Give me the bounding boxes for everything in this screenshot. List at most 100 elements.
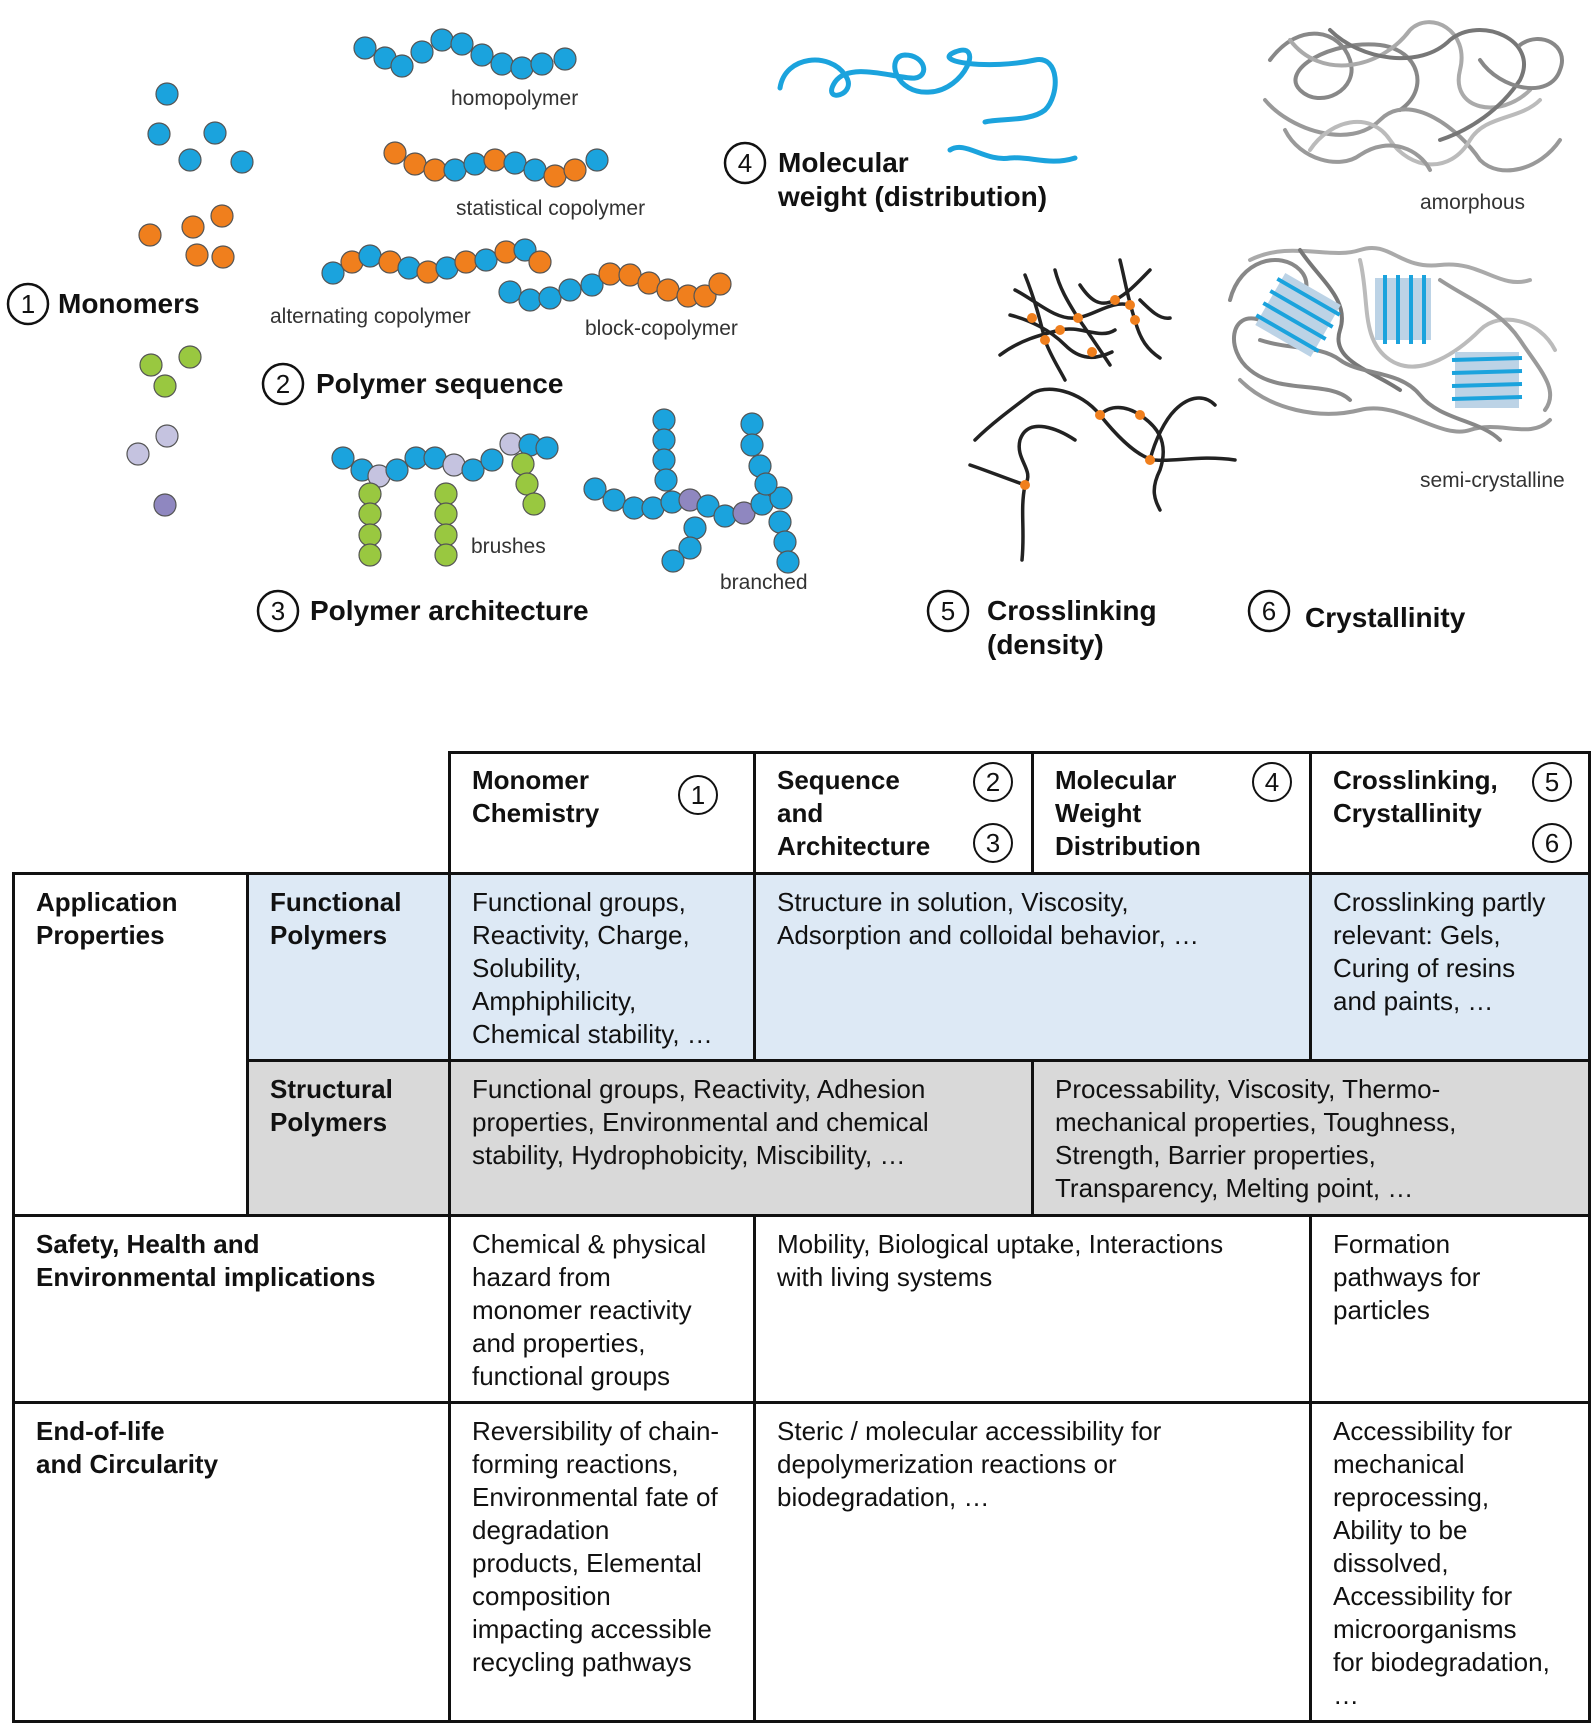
crosslink-network	[968, 258, 1237, 562]
polymer-chain	[1268, 31, 1420, 112]
polymer-chain	[1308, 98, 1542, 167]
section-number: 1	[21, 289, 35, 319]
block-copolymer-bead	[708, 272, 732, 296]
polymer-chain	[1263, 98, 1562, 173]
label-amorphous: amorphous	[1420, 191, 1525, 214]
branched-bead	[754, 472, 778, 496]
brush-side-chain-bead	[434, 543, 458, 567]
polymer-chain	[1238, 378, 1552, 434]
branched-bead	[602, 488, 626, 512]
cell-eol-monomer: Reversibility of chain- forming reaction…	[472, 1416, 720, 1677]
monomer-bead	[155, 424, 179, 448]
alternating-copolymer-bead	[416, 260, 440, 284]
branched-bead	[740, 433, 764, 457]
monomer-bead	[147, 122, 171, 146]
header-monomer-chemistry: Monomer Chemistry	[472, 765, 600, 828]
crystal-lamellae	[1255, 273, 1523, 408]
row-functional-polymers: Functional Polymers	[270, 887, 402, 950]
brush-side-chain-bead	[515, 472, 539, 496]
monomer-bead	[230, 150, 254, 174]
brush-backbone-bead	[385, 458, 409, 482]
section-title-line-2: (density)	[987, 629, 1104, 660]
block-copolymer-bead	[498, 280, 522, 304]
section-title: Monomers	[58, 288, 200, 319]
statistical-copolymer-bead	[543, 164, 567, 188]
brush-backbone-bead	[442, 453, 466, 477]
monomer-bead	[126, 442, 150, 466]
statistical-copolymer-bead	[423, 158, 447, 182]
branched-bead	[654, 468, 678, 492]
branched-bead	[768, 510, 792, 534]
alternating-copolymer-bead	[454, 250, 478, 274]
polymer-chain	[1438, 278, 1553, 412]
brush-side-chain-bead	[358, 502, 382, 526]
semi-crystalline-tangle	[1228, 246, 1557, 442]
branched-bead	[773, 530, 797, 554]
polymer-characteristics-diagram: homopolymer statistical copolymer altern…	[6, 20, 1565, 660]
branched-bead	[740, 412, 764, 436]
cell-functional-sequence-mw: Structure in solution, Viscosity, Adsorp…	[777, 887, 1200, 950]
section-number: 3	[271, 596, 285, 626]
homopolymer-bead	[553, 47, 577, 71]
brush-side-chain-bead	[434, 523, 458, 547]
structural-row-bg	[248, 1061, 1590, 1216]
section-number: 6	[1262, 596, 1276, 626]
monomer-bead	[211, 245, 235, 269]
polymer-chain	[1478, 37, 1564, 90]
row-structural-polymers: Structural Polymers	[270, 1074, 393, 1137]
block-copolymer-bead	[558, 278, 582, 302]
monomer-bead	[139, 353, 163, 377]
label-semi-crystalline: semi-crystalline	[1420, 469, 1565, 492]
cell-safety-monomer: Chemical & physical hazard from monomer …	[472, 1229, 707, 1391]
row-end-of-life-circularity: End-of-life and Circularity	[36, 1416, 219, 1479]
cell-functional-monomer: Functional groups, Reactivity, Charge, S…	[472, 887, 713, 1049]
brush-side-chain-bead	[522, 492, 546, 516]
branched-bead	[583, 477, 607, 501]
section-title: Crystallinity	[1305, 602, 1466, 633]
short-chain	[947, 144, 1078, 164]
brush-side-chain-bead	[358, 523, 382, 547]
homopolymer-bead	[430, 28, 454, 52]
section-polymer-architecture: 3 Polymer architecture	[256, 589, 589, 633]
polymer-chain	[1358, 258, 1557, 369]
branched-bead	[661, 549, 685, 573]
statistical-copolymer-bead	[383, 141, 407, 165]
section-number: 4	[738, 148, 752, 178]
block-copolymer-bead	[598, 262, 622, 286]
alternating-copolymer-bead	[528, 250, 552, 274]
block-copolymer-bead	[518, 288, 542, 312]
branched-bead	[776, 550, 800, 574]
header-sequence-architecture: Sequence and Architecture	[777, 765, 931, 861]
brush-side-chain-bead	[511, 452, 535, 476]
alternating-copolymer-bead	[397, 256, 421, 280]
section-crosslinking: 5 Crosslinking (density)	[926, 589, 1157, 660]
monomer-bead	[153, 374, 177, 398]
section-molecular-weight: 4 Molecular weight (distribution)	[723, 141, 1047, 212]
row-application-properties: Application Properties	[36, 887, 178, 950]
alternating-copolymer-bead	[474, 248, 498, 272]
block-copolymer-bead	[656, 278, 680, 302]
brush-backbone-bead	[480, 448, 504, 472]
polymer-chain	[1283, 128, 1432, 172]
label-statistical-copolymer: statistical copolymer	[456, 197, 645, 220]
section-crystallinity: 6 Crystallinity	[1247, 589, 1466, 633]
monomer-bead	[181, 215, 205, 239]
homopolymer-bead	[490, 52, 514, 76]
section-title: Polymer architecture	[310, 595, 589, 626]
section-title-line-1: Crosslinking	[987, 595, 1157, 626]
branched-bead	[652, 408, 676, 432]
homopolymer-bead	[450, 32, 474, 56]
block-copolymer-bead	[538, 286, 562, 310]
brush-side-chain-bead	[434, 502, 458, 526]
cell-safety-crosslinking: Formation pathways for particles	[1333, 1229, 1481, 1325]
functional-row-bg	[248, 874, 1590, 1061]
grid-line	[12, 1720, 1591, 1723]
crosslink-points	[1020, 295, 1155, 490]
section-title-line-1: Molecular	[778, 147, 909, 178]
brush-backbone-bead	[461, 458, 485, 482]
monomer-bead	[155, 82, 179, 106]
polymer-chain	[1288, 20, 1532, 110]
row-safety-health-environment: Safety, Health and Environmental implica…	[36, 1229, 376, 1292]
statistical-copolymer-bead	[403, 152, 427, 176]
section-number: 5	[941, 596, 955, 626]
